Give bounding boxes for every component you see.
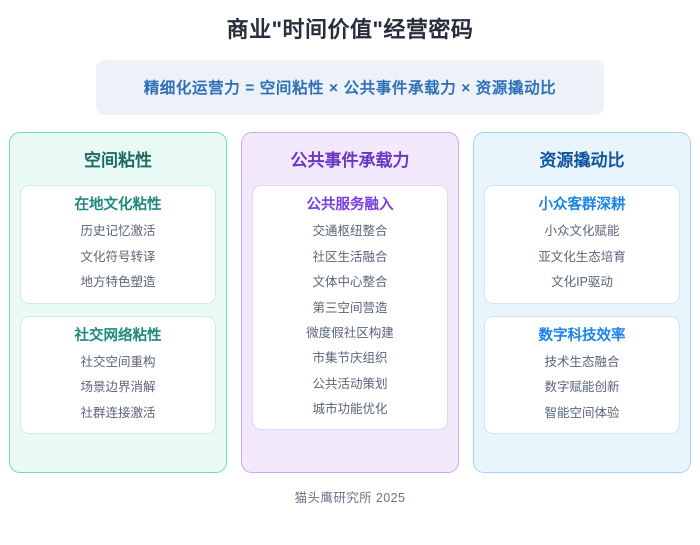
formula-text: 精细化运营力 = 空间粘性 × 公共事件承载力 × 资源撬动比: [143, 79, 557, 97]
sub-card-item: 交通枢纽整合: [312, 224, 388, 239]
sub-card-item: 城市功能优化: [312, 402, 388, 416]
sub-card-item: 地方特色塑造: [80, 275, 156, 290]
pillar-column-public-event-capacity[interactable]: 公共事件承载力 公共服务融入 交通枢纽整合 社区生活融合 文体中心整合 第三空间…: [241, 131, 459, 473]
sub-card-item: 文化符号转译: [80, 249, 156, 264]
sub-card-item: 公共活动策划: [312, 376, 388, 391]
footer-credit: 猫头鹰研究所 2025: [294, 490, 406, 505]
sub-card-item: 技术生态融合: [544, 354, 620, 369]
sub-card-item: 文化IP驱动: [551, 275, 613, 290]
sub-card-item: 小众文化赋能: [544, 224, 620, 239]
formula-section: 精细化运营力 = 空间粘性 × 公共事件承载力 × 资源撬动比: [0, 59, 700, 115]
sub-card-title: 数字科技效率: [538, 327, 626, 344]
pillar-columns: 空间粘性 在地文化粘性 历史记忆激活 文化符号转译 地方特色塑造 社交网络粘性 …: [0, 131, 700, 473]
page-title: 商业"时间价值"经营密码: [226, 17, 474, 42]
sub-card-item: 文体中心整合: [312, 275, 388, 290]
pillar-title-public-event-capacity: 公共事件承载力: [290, 150, 410, 170]
sub-card-item: 历史记忆激活: [80, 224, 156, 239]
sub-card-item: 亚文化生态培育: [538, 249, 626, 264]
sub-card-item: 第三空间营造: [312, 300, 388, 315]
sub-card-item: 社区生活融合: [312, 249, 388, 264]
sub-card-item: 场景边界消解: [80, 380, 156, 395]
sub-card-item: 社群连接激活: [80, 405, 156, 420]
sub-card-social-network-stickiness[interactable]: 社交网络粘性 社交空间重构 场景边界消解 社群连接激活: [20, 315, 216, 435]
sub-card-item: 社交空间重构: [80, 354, 156, 369]
sub-card-item: 市集节庆组织: [312, 351, 388, 366]
sub-card-item: 数字赋能创新: [544, 380, 620, 395]
pillar-column-resource-leverage-ratio[interactable]: 资源撬动比 小众客群深耕 小众文化赋能 亚文化生态培育 文化IP驱动 数字科技效…: [473, 131, 691, 473]
sub-card-title: 小众客群深耕: [538, 196, 626, 213]
pillar-column-spatial-stickiness[interactable]: 空间粘性 在地文化粘性 历史记忆激活 文化符号转译 地方特色塑造 社交网络粘性 …: [9, 131, 227, 473]
sub-card-item: 智能空间体验: [544, 405, 620, 420]
sub-card-public-service-integration[interactable]: 公共服务融入 交通枢纽整合 社区生活融合 文体中心整合 第三空间营造 微度假社区…: [252, 184, 448, 431]
sub-card-item: 微度假社区构建: [306, 325, 394, 340]
pillar-title-resource-leverage-ratio: 资源撬动比: [539, 150, 625, 170]
sub-card-local-culture-stickiness[interactable]: 在地文化粘性 历史记忆激活 文化符号转译 地方特色塑造: [20, 184, 216, 304]
pillar-title-spatial-stickiness: 空间粘性: [84, 150, 152, 170]
sub-card-title: 社交网络粘性: [74, 327, 162, 344]
sub-card-digital-tech-efficiency[interactable]: 数字科技效率 技术生态融合 数字赋能创新 智能空间体验: [484, 315, 680, 435]
sub-card-title: 在地文化粘性: [74, 196, 162, 213]
sub-card-title: 公共服务融入: [306, 196, 394, 213]
sub-card-niche-audience-cultivation[interactable]: 小众客群深耕 小众文化赋能 亚文化生态培育 文化IP驱动: [484, 184, 680, 304]
formula-box: 精细化运营力 = 空间粘性 × 公共事件承载力 × 资源撬动比: [96, 59, 604, 115]
